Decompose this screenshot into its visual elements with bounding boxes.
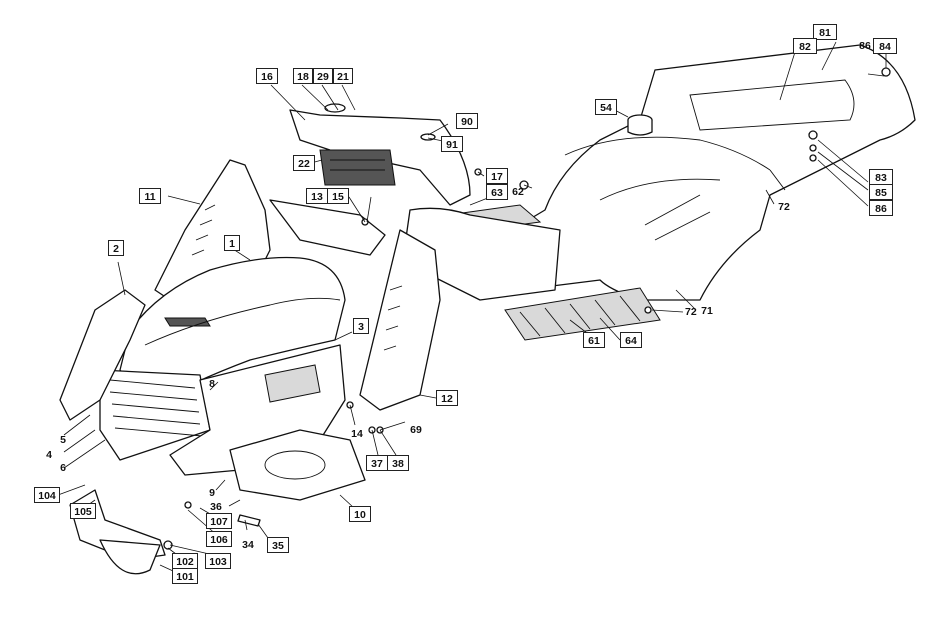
callout-103: 103 [205,553,231,569]
callout-10: 10 [349,506,371,522]
callout-38: 38 [387,455,409,471]
callout-1: 1 [224,235,240,251]
rear-fender [469,44,916,301]
fuel-cap [627,114,653,136]
console-panel [269,199,386,256]
callout-69: 69 [410,424,422,436]
floor-pan [229,429,366,501]
callout-16: 16 [256,68,278,84]
callout-61: 61 [583,332,605,348]
callout-86: 86 [869,200,893,216]
callout-35: 35 [267,537,289,553]
callout-71: 71 [701,305,713,317]
callout-5: 5 [60,434,66,446]
callout-2: 2 [108,240,124,256]
callout-85: 85 [869,184,893,200]
callout-22: 22 [293,155,315,171]
callout-8: 8 [209,378,215,390]
callout-81: 81 [813,24,837,40]
callout-90: 90 [456,113,478,129]
callout-15: 15 [327,188,349,204]
callout-104: 104 [34,487,60,503]
callout-12: 12 [436,390,458,406]
side-panel-right [359,229,441,411]
callout-34: 34 [242,539,254,551]
hardware [163,67,891,550]
callout-14: 14 [351,428,363,440]
callout-64: 64 [620,332,642,348]
callout-72-bottom: 72 [685,306,697,318]
front-grille [99,369,211,461]
callout-29: 29 [313,68,333,84]
callout-6: 6 [60,462,66,474]
callout-11: 11 [139,188,161,204]
callout-63: 63 [486,184,508,200]
callout-101: 101 [172,568,198,584]
callout-102: 102 [172,553,198,569]
callout-86-top: 86 [859,40,871,52]
center-tunnel [404,207,561,301]
callout-9: 9 [209,487,215,499]
callout-107: 107 [206,513,232,529]
callout-36: 36 [210,501,222,513]
left-cowl [59,289,146,421]
callout-54: 54 [595,99,617,115]
callout-3: 3 [353,318,369,334]
callout-91: 91 [441,136,463,152]
callout-21: 21 [333,68,353,84]
callout-72-top: 72 [778,201,790,213]
callout-17: 17 [486,168,508,184]
callout-83: 83 [869,169,893,185]
callout-4: 4 [46,449,52,461]
callout-84: 84 [873,38,897,54]
callout-105: 105 [70,503,96,519]
callout-82: 82 [793,38,817,54]
callout-62: 62 [512,186,524,198]
callout-37: 37 [366,455,388,471]
callout-18: 18 [293,68,313,84]
callout-106: 106 [206,531,232,547]
callout-13: 13 [306,188,328,204]
